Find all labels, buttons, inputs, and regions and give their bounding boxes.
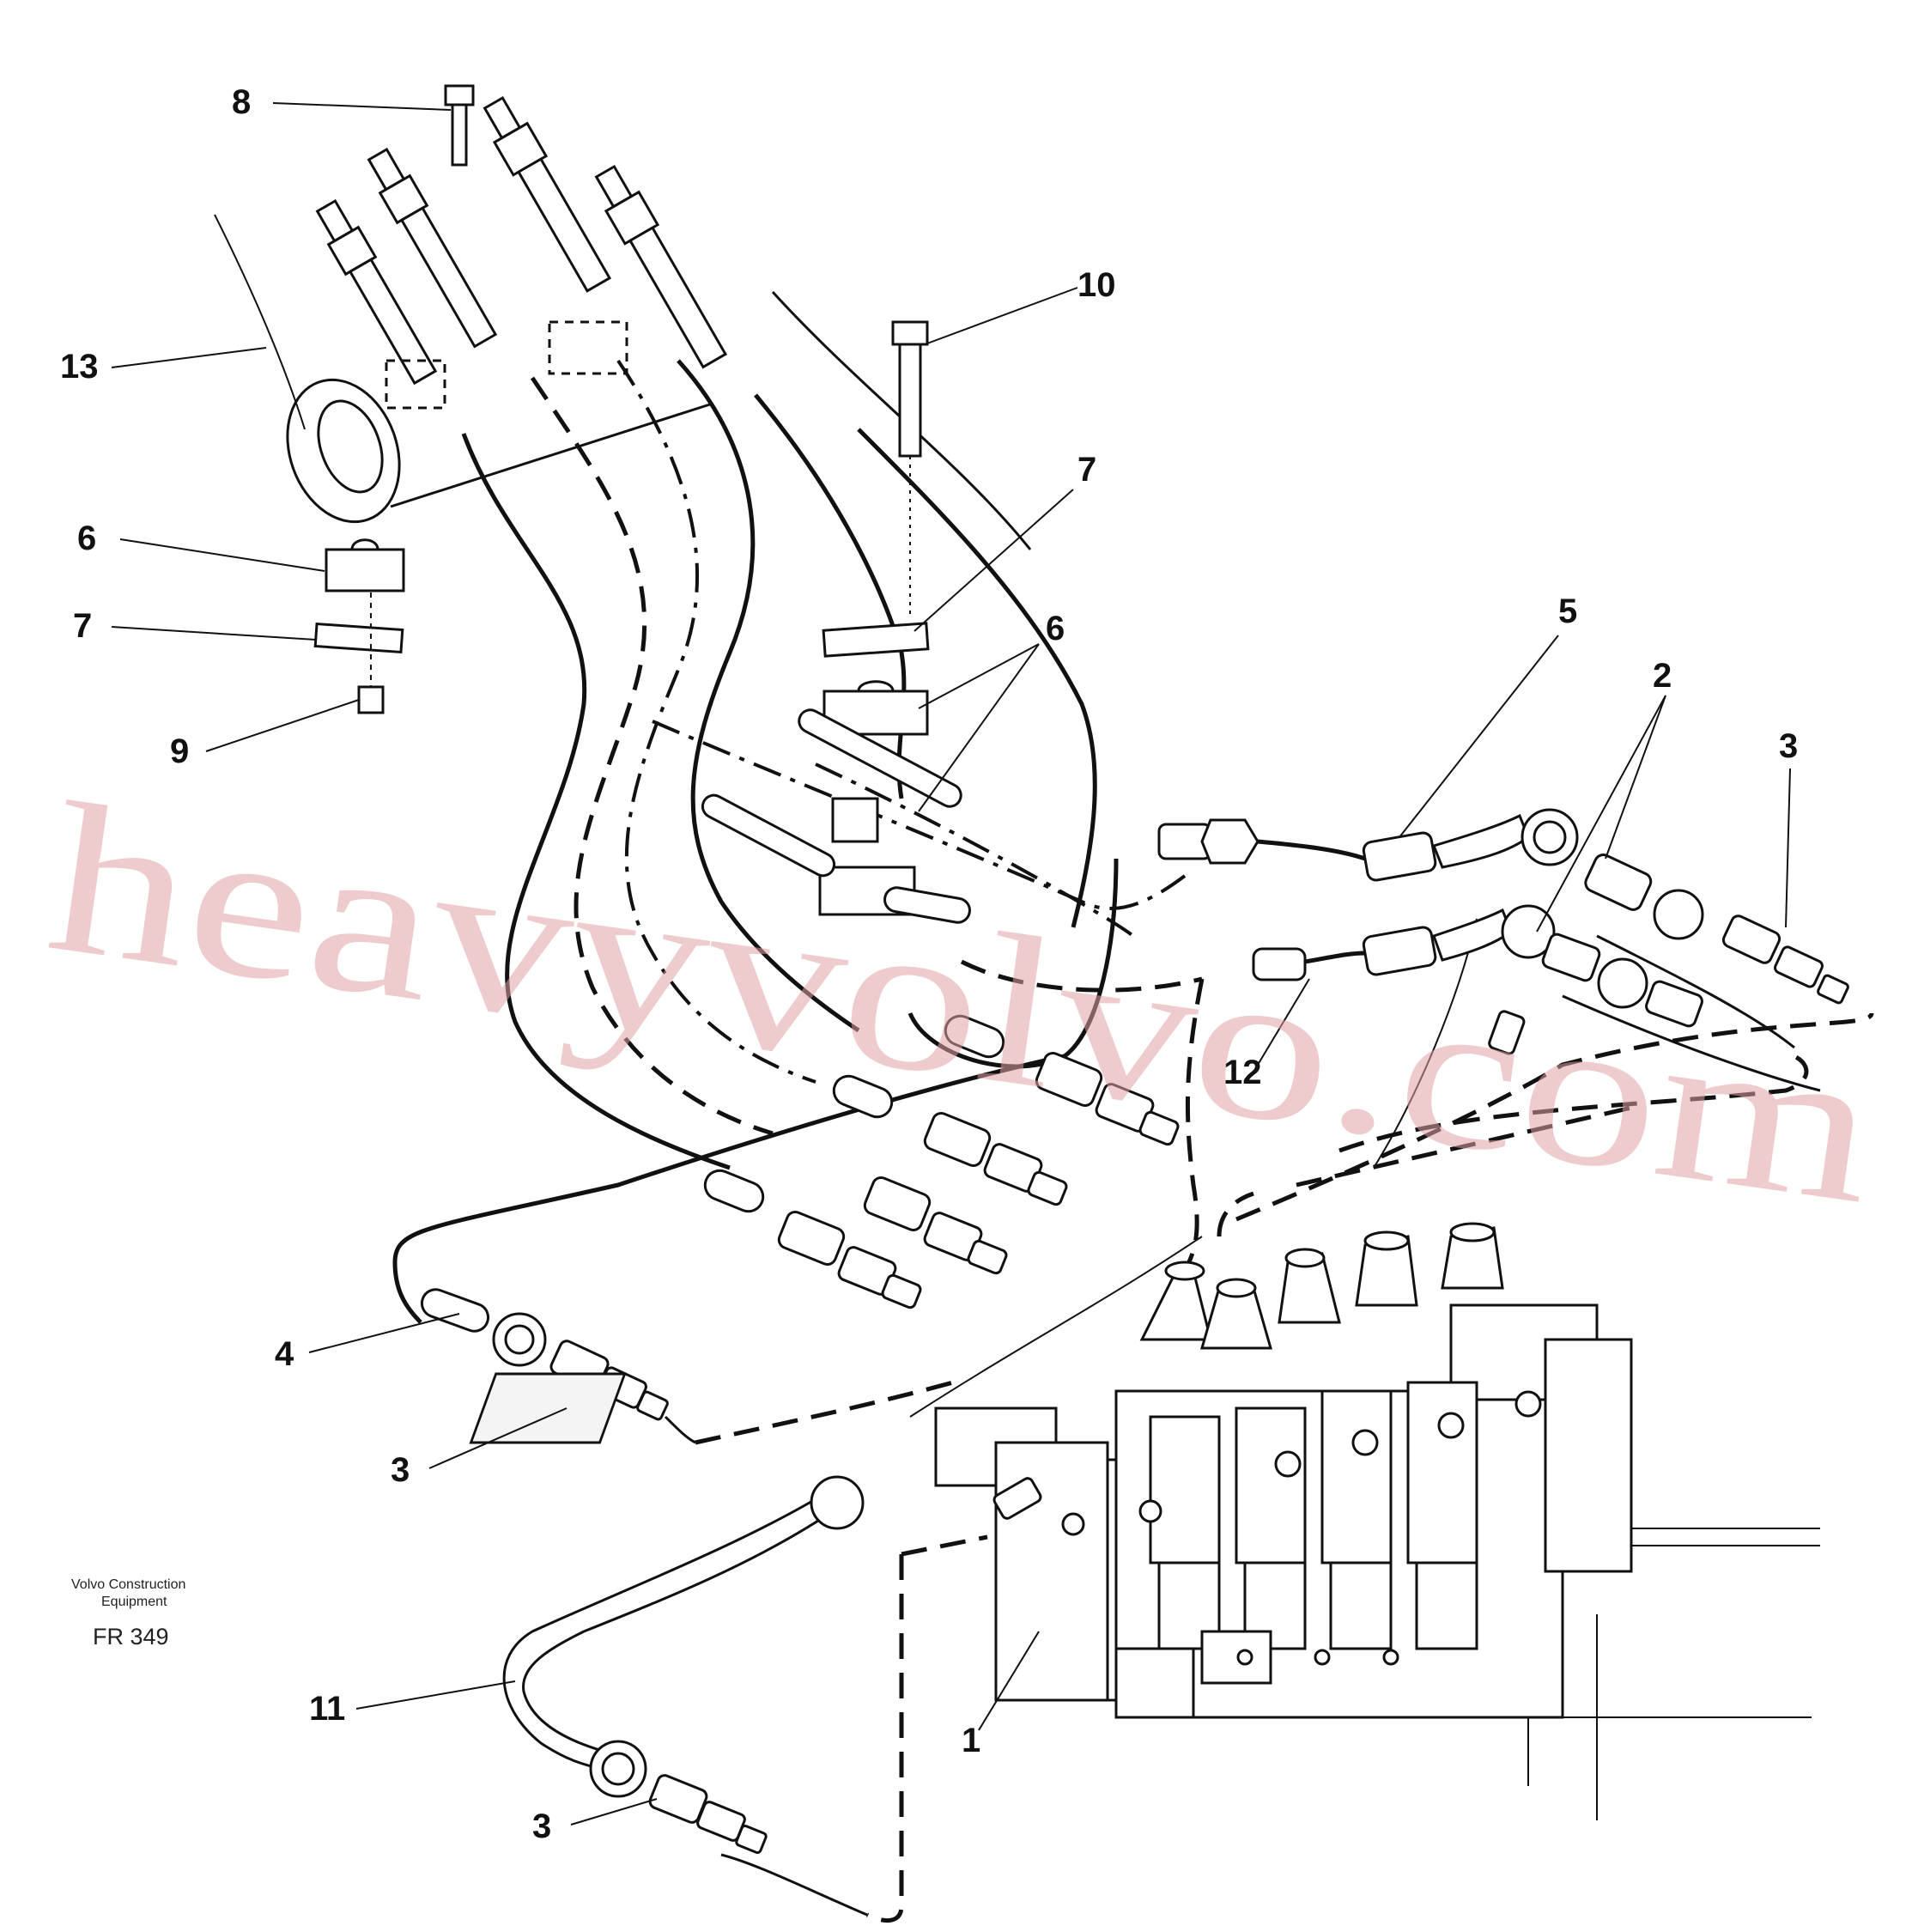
callout-1: 1 — [962, 1722, 980, 1759]
leader-lines — [111, 102, 1791, 1826]
dashed-outline — [901, 1105, 1632, 1557]
callout-11: 11 — [309, 1690, 345, 1728]
callout-7-left: 7 — [73, 607, 92, 645]
callout-3-middle: 3 — [391, 1451, 410, 1489]
callout-12: 12 — [1223, 1054, 1262, 1091]
right-fittings — [1157, 808, 1849, 1055]
ring-seal — [214, 214, 713, 524]
callout-5: 5 — [1558, 592, 1577, 630]
watermark-text: heavyvolvo.com — [37, 758, 1890, 1249]
callout-10: 10 — [1077, 266, 1116, 304]
callout-2: 2 — [1653, 657, 1672, 695]
lower-left-fittings — [420, 1288, 865, 1855]
callout-3-bottom: 3 — [532, 1807, 551, 1845]
upper-hose-fittings — [315, 84, 728, 386]
callout-4: 4 — [275, 1335, 294, 1373]
callout-9: 9 — [170, 732, 189, 770]
callout-7-middle: 7 — [1077, 451, 1096, 489]
callout-6-left: 6 — [77, 519, 96, 557]
left-clamp-set — [313, 538, 405, 714]
middle-clamp-set — [701, 320, 971, 924]
callout-labels: 8 10 13 6 7 9 7 6 5 2 3 12 4 3 11 1 3 — [60, 83, 1798, 1845]
caption-block: Volvo Construction Equipment FR 349 — [71, 1577, 185, 1649]
callout-13: 13 — [60, 348, 99, 386]
control-valve — [469, 1222, 1820, 1820]
callout-3-right: 3 — [1779, 727, 1798, 765]
figure-code: FR 349 — [93, 1624, 169, 1649]
callout-6-middle: 6 — [1046, 610, 1065, 647]
valve-inlet-fittings — [703, 1014, 1180, 1309]
clamp-outlines — [385, 320, 628, 410]
caption-company-line1: Volvo Construction — [71, 1577, 185, 1592]
callout-8: 8 — [232, 83, 251, 121]
caption-company-line2: Equipment — [101, 1595, 167, 1609]
